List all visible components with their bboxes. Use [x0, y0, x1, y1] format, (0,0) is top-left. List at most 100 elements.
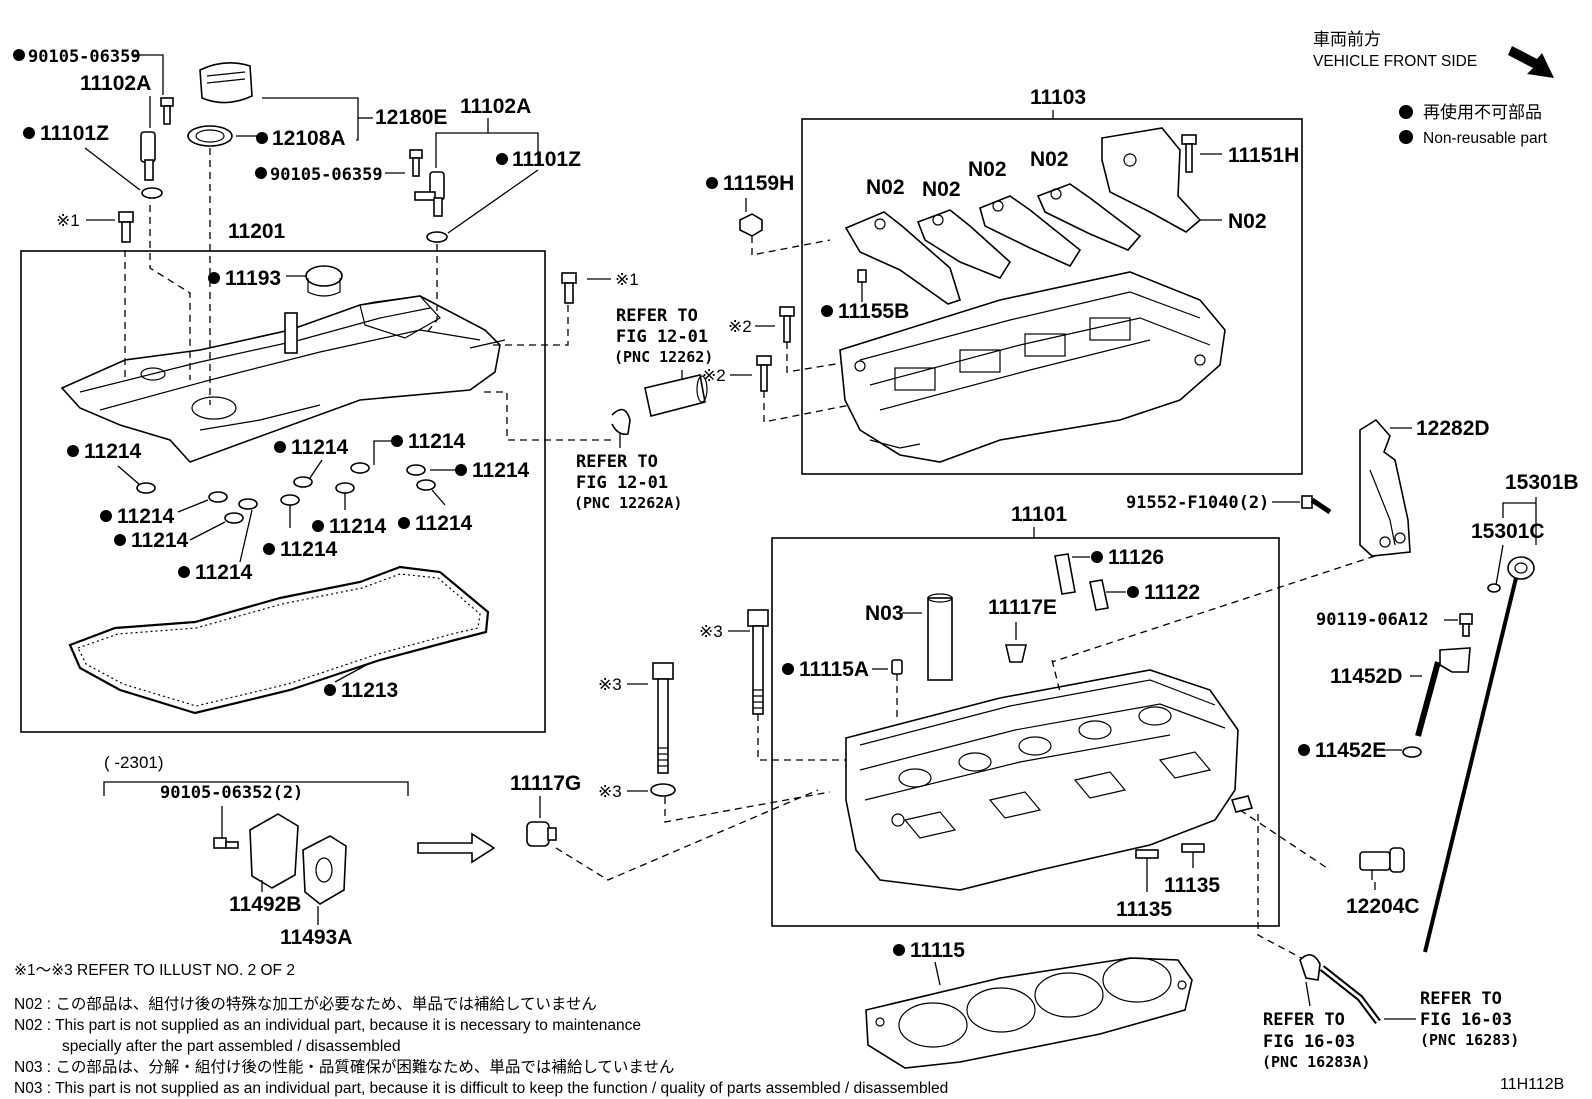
part-label: 11214: [415, 512, 473, 535]
direction-en-text: VEHICLE FRONT SIDE: [1313, 53, 1477, 70]
non-reusable-dot-icon: [1127, 586, 1139, 598]
head-cover-gasket-11213: [68, 565, 490, 715]
part-label: 11101: [1011, 503, 1067, 526]
ref-text: REFER TO: [1420, 989, 1502, 1009]
ref-text: REFER TO: [616, 306, 698, 326]
plug-11193: [305, 265, 343, 287]
part-label: 11213: [341, 679, 398, 702]
oring-11101Z-a: [141, 187, 163, 199]
part-label: 11214: [195, 561, 253, 584]
front-arrow-icon: [1508, 46, 1554, 78]
callout-11126: 11126: [1072, 546, 1164, 569]
part-label: 11122: [1144, 581, 1200, 604]
non-reusable-dot-icon: [706, 177, 718, 189]
part-label: 12204C: [1346, 895, 1420, 918]
part-label: 11214: [131, 529, 189, 552]
part-label: 11214: [84, 440, 142, 463]
callout-11115: 11115: [893, 939, 965, 986]
note-n03-en: N03 : This part is not supplied as an in…: [14, 1080, 948, 1097]
bolt-m2-b: [756, 355, 772, 392]
non-reusable-dot-icon: [114, 534, 126, 546]
bracket-15301B: [1502, 497, 1537, 545]
leader-dashed: [786, 342, 861, 373]
part-label: 12180E: [375, 106, 447, 129]
leader-dashed: [757, 714, 846, 761]
ref-text: (PNC 12262): [614, 348, 713, 366]
callout-11101Z-a: 11101Z: [23, 122, 141, 191]
ref-text: (PNC 16283): [1420, 1031, 1519, 1049]
bolt-90105-06359-a: [160, 97, 174, 125]
part-label: 11214: [408, 430, 466, 453]
leader-dashed: [664, 791, 831, 823]
non-reusable-dot-icon: [13, 49, 25, 61]
ref-text: REFER TO: [1263, 1010, 1345, 1030]
ref-text: FIG 12-01: [616, 327, 708, 347]
note-n02-en-cont: specially after the part assembled / dis…: [62, 1038, 401, 1055]
part-label: 11102A: [460, 95, 531, 118]
bolt-11151H: [1181, 134, 1197, 173]
part-label: 90105-06352(2): [160, 783, 303, 803]
clip-12262A: [611, 408, 631, 436]
n02-marker: N02: [1030, 148, 1069, 171]
seal-group-11214: 11214 11214 11214 11214 11214 11214 1121…: [67, 430, 530, 584]
leader-dashed: [555, 789, 819, 881]
bolt-m1-b: [561, 272, 577, 304]
non-reusable-dot-icon: [100, 510, 112, 522]
refer-fig-16-03-a: REFER TO FIG 16-03 (PNC 16283A): [1262, 981, 1370, 1071]
leader-dashed: [1051, 659, 1061, 693]
part-label: 11101Z: [40, 122, 109, 145]
bracket-11102A-b: [435, 132, 539, 168]
refer-fig-12-01-a: REFER TO FIG 12-01 (PNC 12262): [614, 306, 713, 385]
part-label: 11201: [228, 220, 286, 243]
part-label: 11126: [1108, 546, 1164, 569]
legend-jp-text: 再使用不可部品: [1423, 102, 1542, 122]
legend: 再使用不可部品 Non-reusable part: [1399, 102, 1548, 147]
part-label: 11452D: [1330, 665, 1402, 688]
ref-text: FIG 12-01: [576, 473, 668, 493]
oring-11101Z-b: [426, 231, 448, 243]
dipstick-guide-11452D: [1415, 647, 1471, 737]
symbol-marker: ※2: [728, 317, 752, 336]
symbol-marker: ※3: [598, 675, 622, 694]
note-n02-jp: N02 : この部品は、組付け後の特殊な加工が必要なため、単品では補給していませ…: [14, 995, 597, 1013]
callout-11159H: 11159H: [706, 172, 794, 212]
callout-12108A: 12108A: [256, 127, 346, 150]
non-reusable-dot-icon: [23, 127, 35, 139]
footnotes: ※1～※3 REFER TO ILLUST NO. 2 OF 2 N02 : こ…: [14, 962, 1564, 1097]
dowel-11115A: [891, 659, 903, 675]
leader-dashed: [751, 236, 831, 256]
callout-11155B: 11155B: [821, 282, 909, 323]
dipstick-15301B: [1423, 556, 1535, 953]
part-label: 11214: [329, 515, 387, 538]
part-label: 11102A: [80, 72, 151, 95]
part-label: 11214: [472, 459, 530, 482]
n02-marker: N02: [922, 178, 961, 201]
pipe-16283: [1299, 954, 1381, 1025]
dowel-pin-12262: [644, 374, 708, 417]
part-label: 90105-06359: [270, 165, 383, 185]
bolt-m2-a: [779, 306, 795, 343]
arrow-right-icon: [417, 832, 496, 864]
bracket-12180E: [262, 97, 359, 141]
bolt-90105-06359-b: [409, 149, 423, 177]
head-gasket-11115: [865, 957, 1193, 1069]
non-reusable-dot-icon: [274, 441, 286, 453]
non-reusable-dot-icon: [391, 435, 403, 447]
ref-text: FIG 16-03: [1263, 1032, 1355, 1052]
leader-dashed: [484, 391, 612, 441]
callout-90105-06359-b: 90105-06359: [255, 165, 405, 185]
part-label: 11493A: [280, 926, 352, 949]
illustration-id: 11H112B: [1500, 1076, 1564, 1093]
part-label: 11117E: [988, 596, 1057, 619]
bolt-91552: [1301, 495, 1332, 515]
guide-n03: [927, 593, 953, 681]
part-label: 11159H: [723, 172, 794, 195]
head-bolt-m3-b: [652, 662, 674, 774]
n02-marker: N02: [866, 176, 905, 199]
plug-11117E: [1004, 644, 1028, 663]
n02-marker: N02: [1228, 210, 1267, 233]
pin-11122: [1089, 579, 1109, 611]
leader-dashed: [149, 205, 191, 380]
plate-11492B: [249, 813, 299, 889]
sensor-11102A-b: [414, 171, 445, 217]
